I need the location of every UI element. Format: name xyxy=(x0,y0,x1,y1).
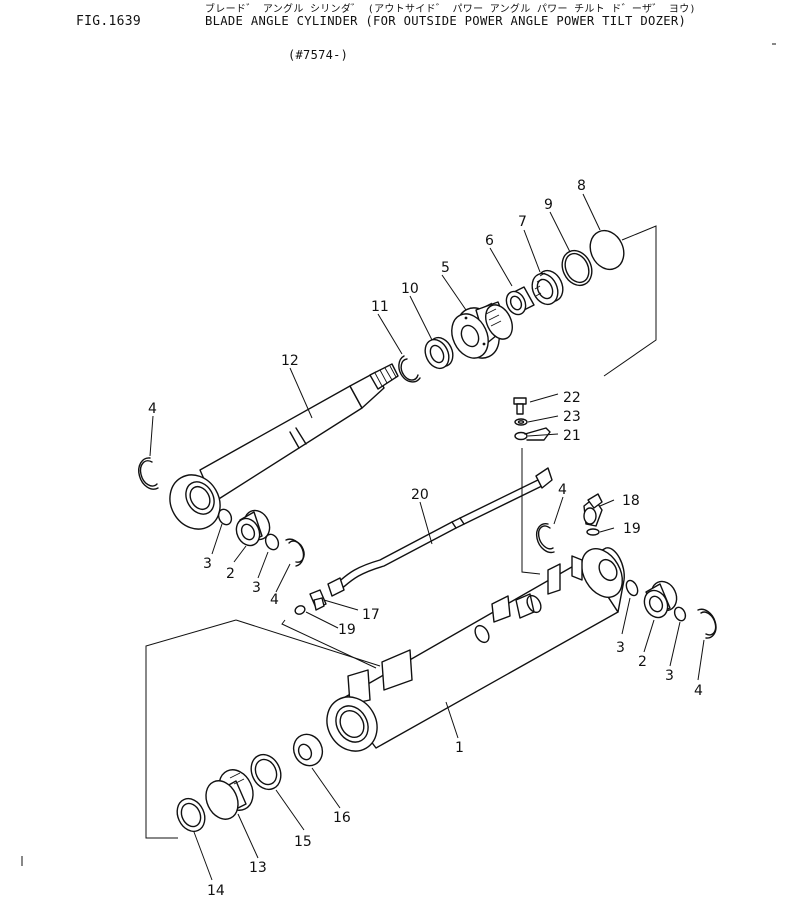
group-bracket-center xyxy=(281,448,541,669)
callout-1: 1 xyxy=(455,740,464,756)
part-21-clip xyxy=(514,427,551,441)
callout-22: 22 xyxy=(563,390,581,406)
callout-13: 13 xyxy=(249,860,267,876)
callout-18: 18 xyxy=(622,493,640,509)
part-22-bolt xyxy=(513,397,527,415)
part-8-o-ring xyxy=(589,229,625,271)
part-3-dust-seal-c xyxy=(625,579,639,597)
figure-number: FIG.1639 xyxy=(76,14,142,29)
part-20-pipe xyxy=(327,467,553,597)
part-17-fitting xyxy=(309,589,327,611)
callout-4-d: 4 xyxy=(694,683,703,699)
callout-9: 9 xyxy=(544,197,553,213)
callout-3-c: 3 xyxy=(616,640,625,656)
callout-2-right: 2 xyxy=(638,654,647,670)
part-4-snap-ring-left xyxy=(285,538,305,567)
callout-11: 11 xyxy=(371,299,389,315)
callout-4-b: 4 xyxy=(270,592,279,608)
callout-16: 16 xyxy=(333,810,351,826)
part-1-cylinder-tube xyxy=(326,547,625,752)
callout-3-a: 3 xyxy=(203,556,212,572)
part-12-piston-rod xyxy=(169,363,399,530)
callout-15: 15 xyxy=(294,834,312,850)
part-3-dust-seal-a xyxy=(217,508,233,526)
part-2-bushing-left xyxy=(235,509,271,547)
part-13-piston xyxy=(205,769,254,820)
part-2-bushing-right xyxy=(643,580,678,619)
serial-range: (#7574-) xyxy=(288,48,349,62)
callout-3-d: 3 xyxy=(665,668,674,684)
part-15-wear-ring xyxy=(250,753,282,791)
part-4-snap-ring-upper-left xyxy=(138,457,159,490)
callout-10: 10 xyxy=(401,281,419,297)
part-7-packing xyxy=(531,269,564,306)
part-11-snap-ring xyxy=(398,355,421,383)
part-14-seal-ring xyxy=(176,797,206,833)
callout-4-a: 4 xyxy=(148,401,157,417)
callout-3-b: 3 xyxy=(252,580,261,596)
group-bracket-upper-right xyxy=(603,225,657,377)
part-4-snap-ring-right xyxy=(697,608,717,639)
part-4-snap-ring-center xyxy=(535,523,555,554)
callout-4-c: 4 xyxy=(558,482,567,498)
callout-20: 20 xyxy=(411,487,429,503)
scan-specks xyxy=(21,43,776,866)
part-19-o-ring-upper xyxy=(586,528,600,536)
part-16-nut xyxy=(292,733,324,767)
callout-17: 17 xyxy=(362,607,380,623)
part-18-elbow xyxy=(583,493,603,527)
part-3-dust-seal-b xyxy=(264,533,280,551)
callout-14: 14 xyxy=(207,883,225,899)
callout-labels: 1 2 2 3 3 3 3 4 4 4 4 5 6 7 8 9 10 11 12… xyxy=(148,178,703,899)
callout-12: 12 xyxy=(281,353,299,369)
callout-7: 7 xyxy=(518,214,527,230)
part-19-o-ring-lower xyxy=(294,605,306,615)
callout-21: 21 xyxy=(563,428,581,444)
part-6-bushing xyxy=(505,286,535,316)
page-title: BLADE ANGLE CYLINDER (FOR OUTSIDE POWER … xyxy=(205,14,687,28)
part-10-seal xyxy=(424,336,454,370)
callout-6: 6 xyxy=(485,233,494,249)
callout-19-upper: 19 xyxy=(623,521,641,537)
callout-19-lower: 19 xyxy=(338,622,356,638)
callout-23: 23 xyxy=(563,409,581,425)
title-katakana: ブレード゛ アングル シリンダ゛ (アウトサイド゛ パワー アングル パワー チ… xyxy=(205,4,696,15)
callout-8: 8 xyxy=(577,178,586,194)
leader-lines xyxy=(149,193,705,881)
part-5-cylinder-head xyxy=(451,301,513,359)
callout-2-left: 2 xyxy=(226,566,235,582)
part-3-dust-seal-d xyxy=(673,606,687,622)
part-23-washer xyxy=(514,418,528,426)
callout-5: 5 xyxy=(441,260,450,276)
